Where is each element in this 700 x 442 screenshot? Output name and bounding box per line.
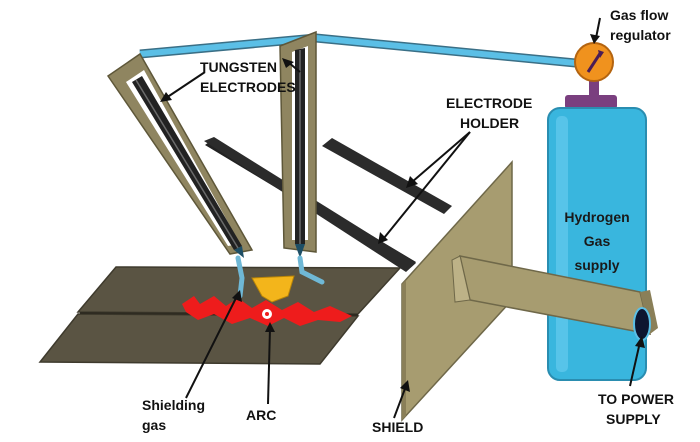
gas-nozzles [235,255,325,299]
left-nozzle [235,255,245,299]
label-regulator-line2: regulator [610,27,671,43]
label-power-line1: TO POWER [598,391,674,407]
label-shielding-line1: Shielding [142,397,205,413]
arrow-heads [160,34,645,392]
hydrogen-gas-cylinder [547,80,647,381]
label-cylinder-line3: supply [574,257,619,273]
tungsten-electrodes [132,48,305,258]
label-holder-line2: HOLDER [460,115,519,131]
label-tungsten-line2: ELECTRODES [200,79,296,95]
arc-flame [182,296,352,326]
arrow-holder-1 [411,131,471,183]
label-shielding-line2: gas [142,417,166,433]
arrow-shield [393,385,407,419]
right-nozzle [297,255,325,285]
label-tungsten-line1: TUNGSTEN [200,59,277,75]
cylinder-valve-stem [589,80,599,98]
holder-rod-back [322,138,452,214]
cylinder-valve-base [565,95,617,109]
label-shield: SHIELD [372,419,423,435]
label-cylinder-line2: Gas [584,233,611,249]
power-supply-conduit [451,255,658,341]
power-cable-opening [633,307,651,341]
arrow-tungsten-left [165,71,206,99]
arrow-arc [267,327,271,405]
weld-pool [251,275,295,303]
label-regulator-line1: Gas flow [610,7,668,23]
label-holder-line1: ELECTRODE [446,95,532,111]
label-power-line2: SUPPLY [606,411,661,427]
label-cylinder-line1: Hydrogen [564,209,629,225]
pointer-arrows [165,17,641,419]
arrow-power [629,341,641,387]
arrow-holder-2 [383,131,471,239]
gas-flow-regulator [574,42,614,82]
label-arc: ARC [246,407,276,423]
arrow-regulator [595,17,601,39]
arrow-shielding-gas [185,297,237,399]
